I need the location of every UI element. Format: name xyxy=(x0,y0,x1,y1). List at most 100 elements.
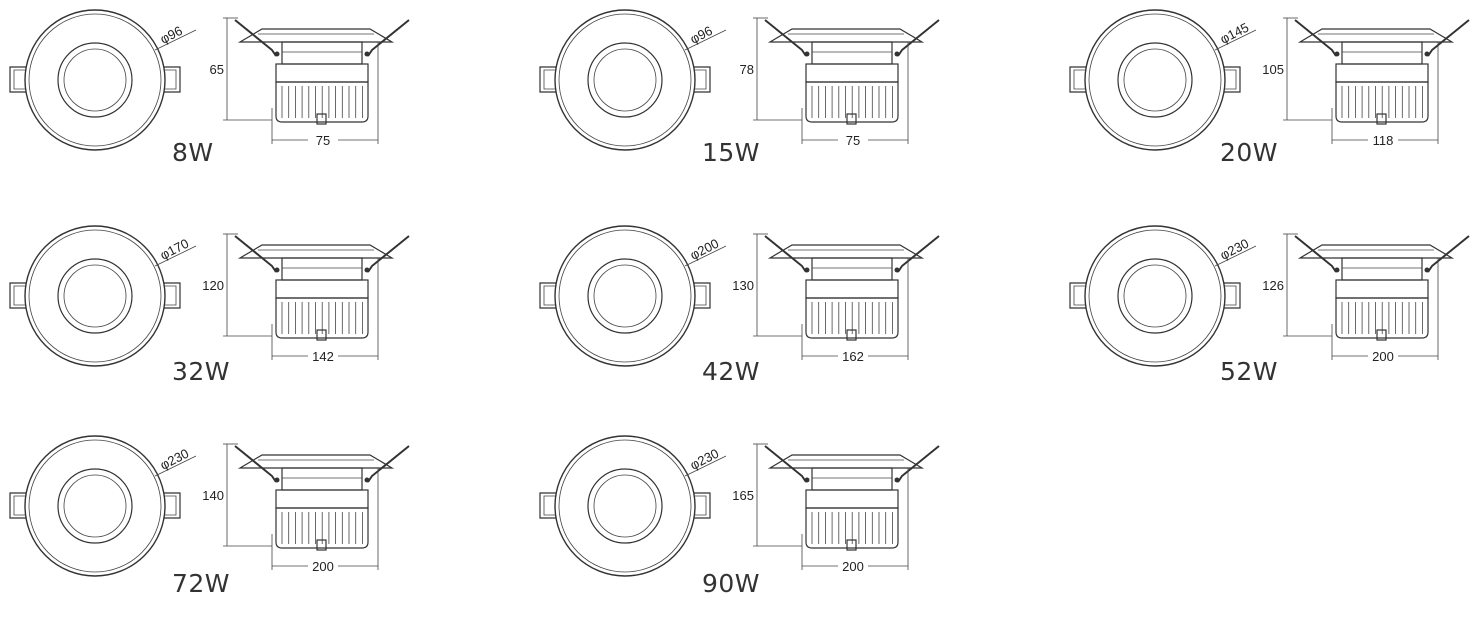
connector xyxy=(846,539,857,551)
outer-ring xyxy=(1084,225,1226,367)
neck xyxy=(1341,257,1423,281)
diameter-label: φ230 xyxy=(1218,236,1252,263)
flange xyxy=(1297,28,1455,43)
side-view: 140 200 xyxy=(202,443,410,574)
height-label: 140 xyxy=(202,488,224,503)
outer-ring-inner xyxy=(558,439,692,573)
right-clip-inner xyxy=(158,285,177,306)
front-view: φ230 xyxy=(1069,225,1257,367)
lens-ring xyxy=(587,468,663,544)
diameter-leader xyxy=(684,245,727,267)
right-clip-inner xyxy=(1218,285,1237,306)
flange xyxy=(767,28,925,43)
right-clip-inner xyxy=(1218,69,1237,90)
diameter-label: φ145 xyxy=(1218,20,1252,47)
outer-ring xyxy=(554,9,696,151)
diameter-label: φ230 xyxy=(158,446,192,473)
lens xyxy=(593,48,657,112)
width-label: 75 xyxy=(316,133,330,148)
wattage-label: 52W xyxy=(1220,357,1279,386)
spring-pivot-left xyxy=(804,267,810,273)
lens xyxy=(63,48,127,112)
right-clip xyxy=(688,492,711,519)
left-clip-inner xyxy=(13,495,30,516)
neck xyxy=(281,41,363,65)
diameter-label: φ96 xyxy=(688,23,715,47)
right-clip xyxy=(688,282,711,309)
left-clip xyxy=(9,492,30,519)
body-upper xyxy=(805,279,899,299)
spring-pivot-right xyxy=(1424,267,1430,273)
flange xyxy=(767,244,925,259)
spring-right xyxy=(367,19,410,57)
height-label: 126 xyxy=(1262,278,1284,293)
spring-pivot-right xyxy=(364,267,370,273)
wattage-label: 90W xyxy=(702,569,761,598)
lens-ring xyxy=(1117,258,1193,334)
heat-sink xyxy=(275,507,369,549)
wattage-label: 32W xyxy=(172,357,231,386)
outer-ring-inner xyxy=(1088,13,1222,147)
spring-left xyxy=(1294,235,1337,273)
spring-left xyxy=(234,445,277,483)
spring-pivot-right xyxy=(894,51,900,57)
spring-pivot-left xyxy=(1334,267,1340,273)
left-clip xyxy=(539,492,560,519)
spring-pivot-right xyxy=(894,267,900,273)
body-upper xyxy=(1335,63,1429,83)
outer-ring xyxy=(24,9,166,151)
lens-ring xyxy=(1117,42,1193,118)
model-drawing: φ230 126 200 xyxy=(1060,225,1472,428)
front-view: φ170 xyxy=(9,225,197,367)
wattage-label: 72W xyxy=(172,569,231,598)
diameter-leader xyxy=(154,455,197,477)
left-clip-inner xyxy=(543,69,560,90)
lens-ring xyxy=(57,468,133,544)
body-upper xyxy=(275,63,369,83)
diameter-label: φ200 xyxy=(688,236,722,263)
spring-right xyxy=(367,235,410,273)
left-clip xyxy=(9,282,30,309)
diameter-leader xyxy=(1214,29,1257,51)
neck xyxy=(281,257,363,281)
body-upper xyxy=(805,63,899,83)
right-clip xyxy=(688,66,711,93)
width-label: 200 xyxy=(1372,349,1394,364)
lens xyxy=(63,264,127,328)
right-clip-inner xyxy=(158,69,177,90)
flange xyxy=(237,454,395,469)
left-clip xyxy=(9,66,30,93)
connector xyxy=(316,113,327,125)
lens xyxy=(1123,48,1187,112)
right-clip-inner xyxy=(688,69,707,90)
lens-ring xyxy=(587,42,663,118)
left-clip-inner xyxy=(13,285,30,306)
heat-sink xyxy=(805,81,899,123)
heat-sink xyxy=(275,297,369,339)
outer-ring xyxy=(24,435,166,577)
heat-sink xyxy=(1335,81,1429,123)
connector xyxy=(846,329,857,341)
body-upper xyxy=(1335,279,1429,299)
neck xyxy=(811,467,893,491)
neck xyxy=(1341,41,1423,65)
width-label: 200 xyxy=(312,559,334,574)
spring-left xyxy=(1294,19,1337,57)
model-drawing: φ230 140 200 xyxy=(0,435,440,638)
width-label: 118 xyxy=(1373,133,1394,148)
front-view: φ96 xyxy=(539,9,727,151)
left-clip-inner xyxy=(1073,69,1090,90)
spring-pivot-right xyxy=(364,477,370,483)
lens xyxy=(593,264,657,328)
spring-pivot-left xyxy=(804,51,810,57)
diameter-label: φ96 xyxy=(158,23,185,47)
spring-right xyxy=(1427,19,1470,57)
